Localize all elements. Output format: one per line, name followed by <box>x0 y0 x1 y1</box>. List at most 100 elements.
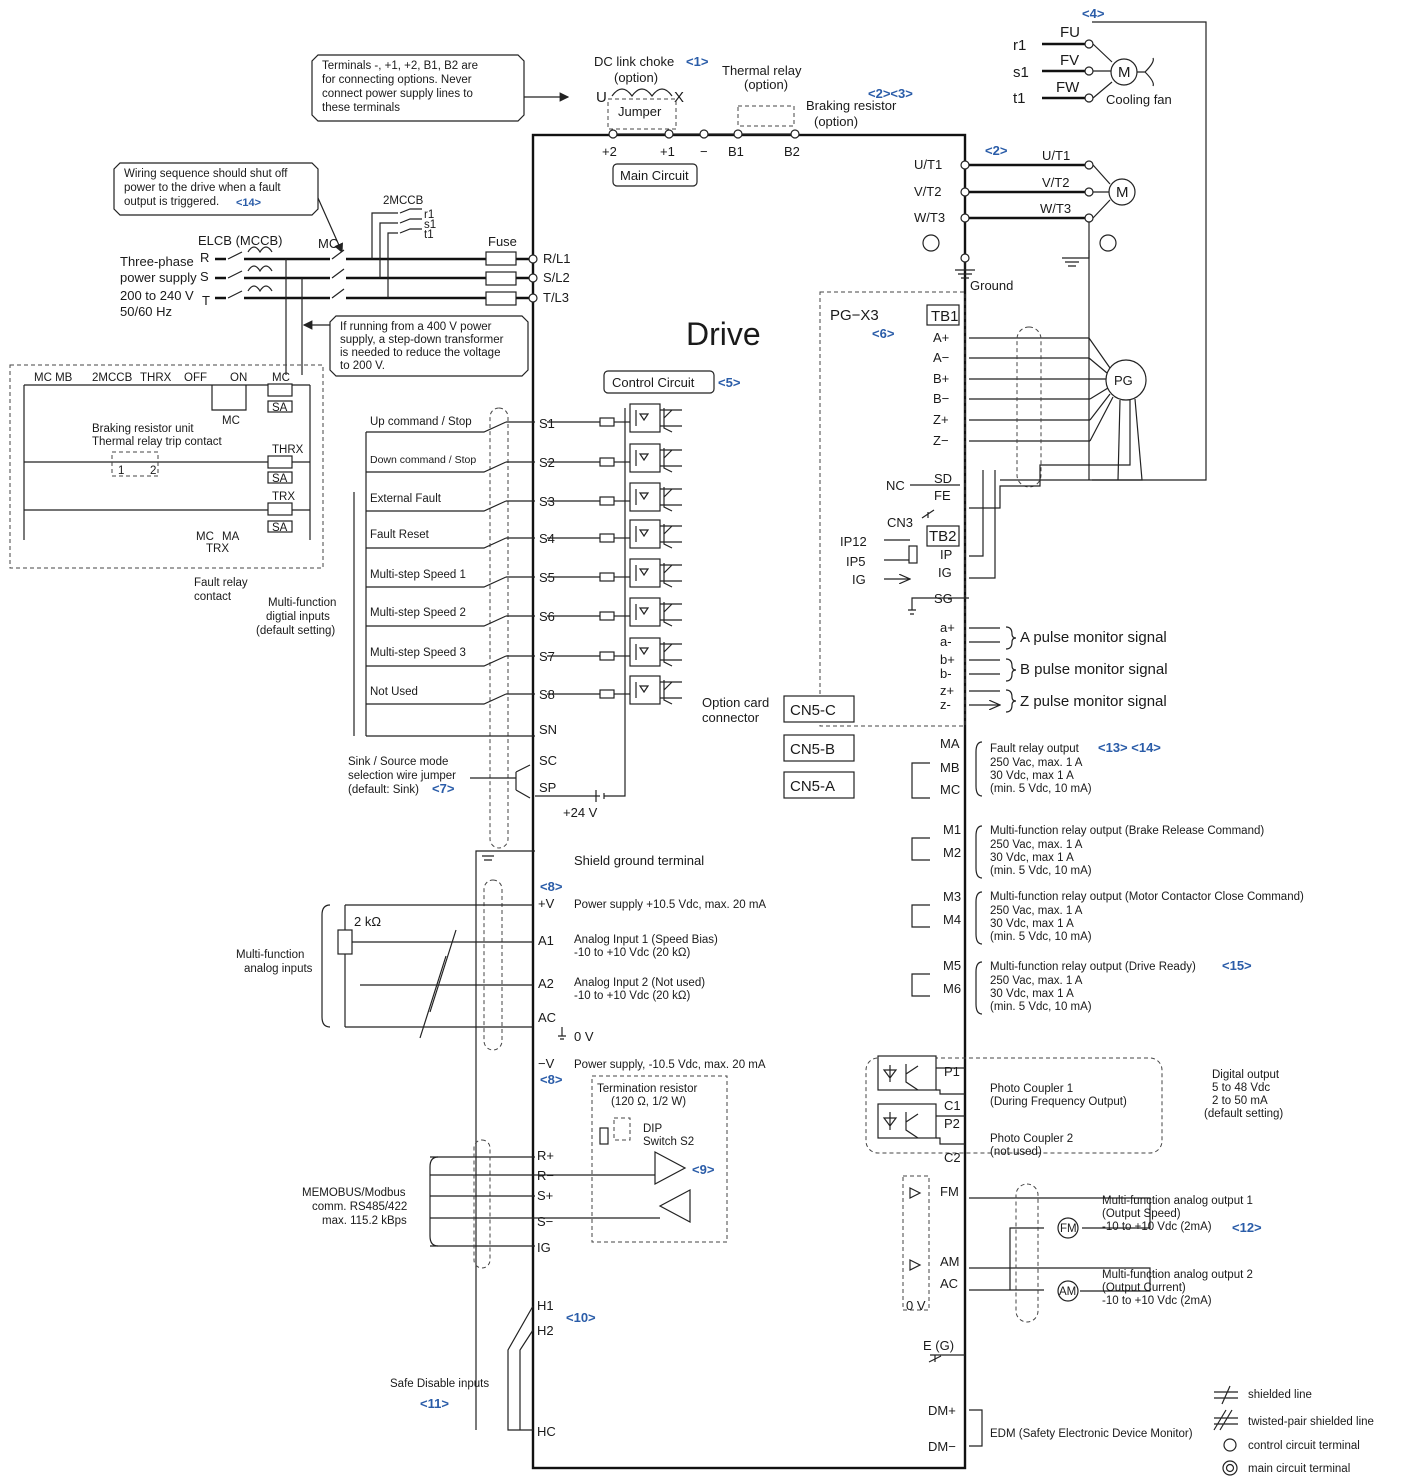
svg-text:comm. RS485/422: comm. RS485/422 <box>312 1201 407 1213</box>
analog-outputs: FM AM AC 0 V FM AM Multi-function analog… <box>902 1175 1262 1323</box>
svg-text:AM: AM <box>940 1254 960 1269</box>
svg-text:S1: S1 <box>539 416 555 431</box>
svg-text:ON: ON <box>230 372 247 384</box>
svg-text:DM+: DM+ <box>928 1403 956 1418</box>
svg-text:M4: M4 <box>943 912 961 927</box>
svg-text:A1: A1 <box>538 933 554 948</box>
svg-text:-10 to +10 Vdc (20 kΩ): -10 to +10 Vdc (20 kΩ) <box>574 947 690 959</box>
svg-text:A2: A2 <box>538 976 554 991</box>
svg-text:S3: S3 <box>539 494 555 509</box>
svg-text:r1: r1 <box>424 209 434 221</box>
svg-text:<2>: <2> <box>985 143 1008 158</box>
svg-text:MC: MC <box>318 236 338 251</box>
svg-text:AC: AC <box>538 1010 556 1025</box>
svg-text:2 kΩ: 2 kΩ <box>354 914 381 929</box>
svg-text:(min. 5 Vdc, 10 mA): (min. 5 Vdc, 10 mA) <box>990 865 1092 877</box>
svg-text:R: R <box>200 250 209 265</box>
svg-text:50/60 Hz: 50/60 Hz <box>120 304 172 319</box>
svg-text:power to the drive when a faul: power to the drive when a fault <box>124 182 281 194</box>
relay-outputs: MA MB MC Fault relay output <13> <14> 25… <box>911 736 1304 1015</box>
sequence-circuit: MC MB 2MCCB THRX OFF ON MC SA MC Braking… <box>23 372 311 603</box>
svg-text:z+: z+ <box>940 683 954 698</box>
svg-text:FM: FM <box>1060 1223 1077 1235</box>
svg-text:MC: MC <box>196 531 214 543</box>
svg-text:PG−X3: PG−X3 <box>830 307 879 324</box>
svg-text:R+: R+ <box>537 1148 554 1163</box>
svg-text:Braking resistor: Braking resistor <box>806 98 897 113</box>
svg-text:CN5-A: CN5-A <box>790 778 835 795</box>
svg-text:U: U <box>596 89 607 106</box>
svg-text:250 Vac, max. 1 A: 250 Vac, max. 1 A <box>990 905 1083 917</box>
svg-text:(min. 5 Vdc, 10 mA): (min. 5 Vdc, 10 mA) <box>990 931 1092 943</box>
svg-text:Ground: Ground <box>970 278 1013 293</box>
svg-text:<11>: <11> <box>420 1396 449 1411</box>
svg-text:Wiring sequence should shut of: Wiring sequence should shut off <box>124 168 288 180</box>
svg-text:<15>: <15> <box>1222 958 1252 973</box>
svg-text:B pulse monitor signal: B pulse monitor signal <box>1020 661 1168 678</box>
svg-text:SC: SC <box>539 753 557 768</box>
svg-text:a+: a+ <box>940 620 955 635</box>
svg-text:shielded line: shielded line <box>1248 1389 1312 1401</box>
svg-text:CN5-C: CN5-C <box>790 702 836 719</box>
svg-text:to 200 V.: to 200 V. <box>340 360 385 372</box>
svg-text:Multi-step Speed 2: Multi-step Speed 2 <box>370 607 466 619</box>
svg-text:Up command / Stop: Up command / Stop <box>370 416 472 428</box>
svg-text:Thermal relay: Thermal relay <box>722 63 802 78</box>
pg-x3: PG−X3 <6> TB1 A+ A− B+ B− Z+ Z− PG SD NC… <box>702 304 1168 799</box>
svg-text:W/T3: W/T3 <box>914 210 945 225</box>
svg-text:R/L1: R/L1 <box>543 251 570 266</box>
svg-text:-10 to +10 Vdc (20 kΩ): -10 to +10 Vdc (20 kΩ) <box>574 990 690 1002</box>
svg-text:S/L2: S/L2 <box>543 270 570 285</box>
svg-text:5 to 48 Vdc: 5 to 48 Vdc <box>1212 1082 1270 1094</box>
svg-text:(During Frequency Output): (During Frequency Output) <box>990 1096 1127 1108</box>
options-note: Terminals -, +1, +2, B1, B2 are for conn… <box>311 54 570 122</box>
svg-text:P1: P1 <box>944 1064 960 1079</box>
svg-text:M2: M2 <box>943 845 961 860</box>
opto-input-7 <box>547 637 682 667</box>
safe-disable: H1 H2 HC <10> Safe Disable inputs <11> <box>390 1298 596 1439</box>
main-circuit-label: Main Circuit <box>620 168 689 183</box>
svg-text:S4: S4 <box>539 531 555 546</box>
svg-text:MC: MC <box>940 782 960 797</box>
svg-text:W/T3: W/T3 <box>1040 201 1071 216</box>
svg-text:Photo Coupler 2: Photo Coupler 2 <box>990 1133 1073 1145</box>
analog-inputs: Shield ground terminal <8> 2 kΩ +V A1 A2… <box>236 850 766 1430</box>
svg-text:t1: t1 <box>1013 90 1026 107</box>
svg-text:B1: B1 <box>728 144 744 159</box>
svg-text:Fault relay output: Fault relay output <box>990 743 1080 755</box>
svg-text:External Fault: External Fault <box>370 493 442 505</box>
svg-text:<14>: <14> <box>236 197 261 209</box>
svg-text:(min. 5 Vdc, 10 mA): (min. 5 Vdc, 10 mA) <box>990 1001 1092 1013</box>
svg-text:(default setting): (default setting) <box>1204 1108 1283 1120</box>
opto-input-1 <box>547 403 682 433</box>
svg-text:b+: b+ <box>940 652 955 667</box>
svg-text:TB2: TB2 <box>929 528 957 545</box>
svg-text:(Output Speed): (Output Speed) <box>1102 1208 1181 1220</box>
svg-text:SA: SA <box>272 402 288 414</box>
svg-text:0 V: 0 V <box>574 1029 594 1044</box>
svg-text:A pulse monitor signal: A pulse monitor signal <box>1020 629 1167 646</box>
motor-outputs: <2> U/T1 V/T2 W/T3 U/T1 V/T2 W/T3 M Grou… <box>914 143 1136 480</box>
svg-text:−V: −V <box>538 1056 555 1071</box>
svg-text:connector: connector <box>702 710 760 725</box>
control-circuit-label: Control Circuit <box>612 375 695 390</box>
svg-text:Multi-function relay output (D: Multi-function relay output (Drive Ready… <box>990 961 1196 973</box>
control-circuit-box <box>603 370 715 394</box>
svg-text:IG: IG <box>852 572 866 587</box>
svg-text:B2: B2 <box>784 144 800 159</box>
sequence-circuit-box <box>9 364 324 569</box>
svg-text:−: − <box>700 144 708 159</box>
svg-text:H1: H1 <box>537 1298 554 1313</box>
svg-text:Z−: Z− <box>933 433 949 448</box>
svg-text:C2: C2 <box>944 1150 961 1165</box>
svg-text:R−: R− <box>537 1168 554 1183</box>
svg-text:PG: PG <box>1114 373 1133 388</box>
svg-text:Not Used: Not Used <box>370 686 418 698</box>
svg-text:Digital output: Digital output <box>1212 1069 1280 1081</box>
svg-text:30 Vdc, max 1 A: 30 Vdc, max 1 A <box>990 918 1074 930</box>
svg-text:Multi-function analog output 2: Multi-function analog output 2 <box>1102 1269 1253 1281</box>
svg-text:(default setting): (default setting) <box>256 625 335 637</box>
svg-text:AM: AM <box>1059 1286 1076 1298</box>
svg-text:Z+: Z+ <box>933 412 949 427</box>
svg-text:2 to 50 mA: 2 to 50 mA <box>1212 1095 1268 1107</box>
